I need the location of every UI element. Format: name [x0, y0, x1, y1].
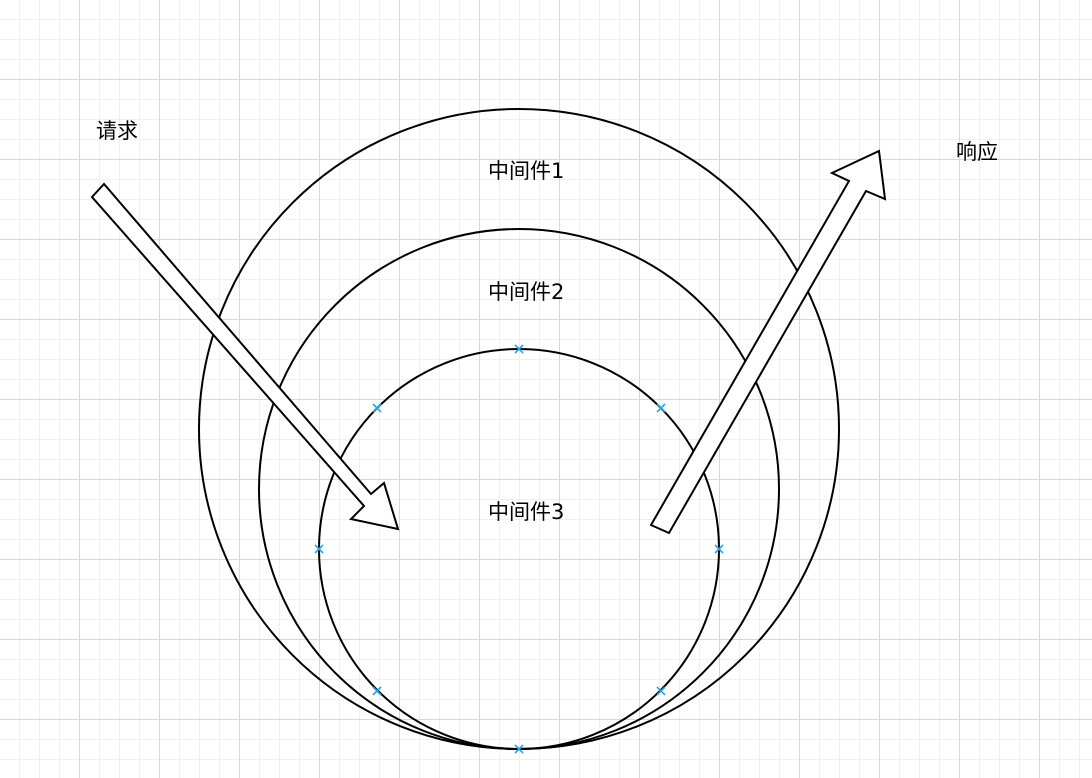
cross-handle-icon[interactable]: [656, 403, 666, 413]
response-arrow[interactable]: [649, 149, 887, 535]
cross-handle-icon[interactable]: [514, 344, 524, 354]
request-arrow[interactable]: [90, 182, 400, 531]
request-label[interactable]: 请求: [96, 119, 138, 143]
response-label[interactable]: 响应: [956, 140, 998, 164]
middleware-3-label[interactable]: 中间件3: [488, 500, 564, 524]
cross-handle-icon[interactable]: [714, 544, 724, 554]
cross-handle-icon[interactable]: [314, 544, 324, 554]
cross-handle-icon[interactable]: [656, 686, 666, 696]
cross-handle-icon[interactable]: [372, 686, 382, 696]
middleware-2-circle[interactable]: [258, 228, 780, 750]
middleware-1-label[interactable]: 中间件1: [488, 159, 564, 183]
cross-handle-icon[interactable]: [514, 744, 524, 754]
cross-handle-icon[interactable]: [372, 403, 382, 413]
middleware-2-label[interactable]: 中间件2: [488, 280, 564, 304]
